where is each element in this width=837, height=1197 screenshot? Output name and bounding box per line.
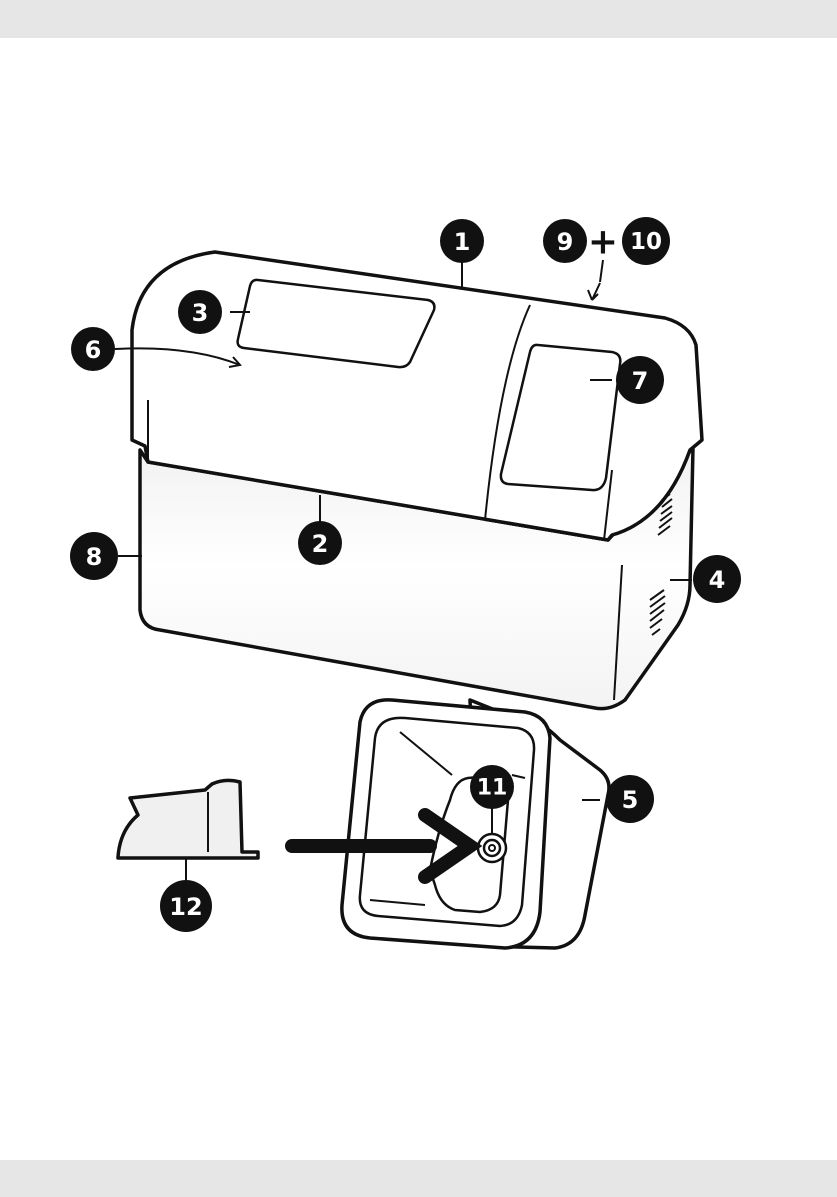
callout-2: 2 [298, 521, 342, 565]
plus-sign: + [588, 222, 618, 263]
callout-9: 9 [543, 219, 587, 263]
svg-text:8: 8 [86, 543, 103, 571]
svg-text:5: 5 [622, 786, 639, 814]
callout-12: 12 [160, 880, 212, 932]
svg-text:12: 12 [169, 893, 202, 921]
callout-8: 8 [70, 532, 118, 580]
callout-3: 3 [178, 290, 222, 334]
baking-pan [342, 700, 609, 948]
callout-11: 11 [470, 765, 514, 809]
callout-5: 5 [606, 775, 654, 823]
kneading-paddle [118, 780, 258, 858]
callout-6: 6 [71, 327, 115, 371]
callout-7: 7 [616, 356, 664, 404]
svg-text:11: 11 [477, 776, 508, 801]
svg-text:6: 6 [85, 336, 102, 364]
callout-4: 4 [693, 555, 741, 603]
svg-text:2: 2 [312, 530, 329, 558]
svg-text:9: 9 [557, 228, 574, 256]
callout-1: 1 [440, 219, 484, 263]
svg-text:3: 3 [192, 299, 209, 327]
callout-10: 10 [622, 217, 670, 265]
svg-text:10: 10 [630, 229, 662, 255]
svg-text:7: 7 [632, 367, 649, 395]
svg-text:1: 1 [454, 228, 471, 256]
svg-text:4: 4 [709, 566, 726, 594]
